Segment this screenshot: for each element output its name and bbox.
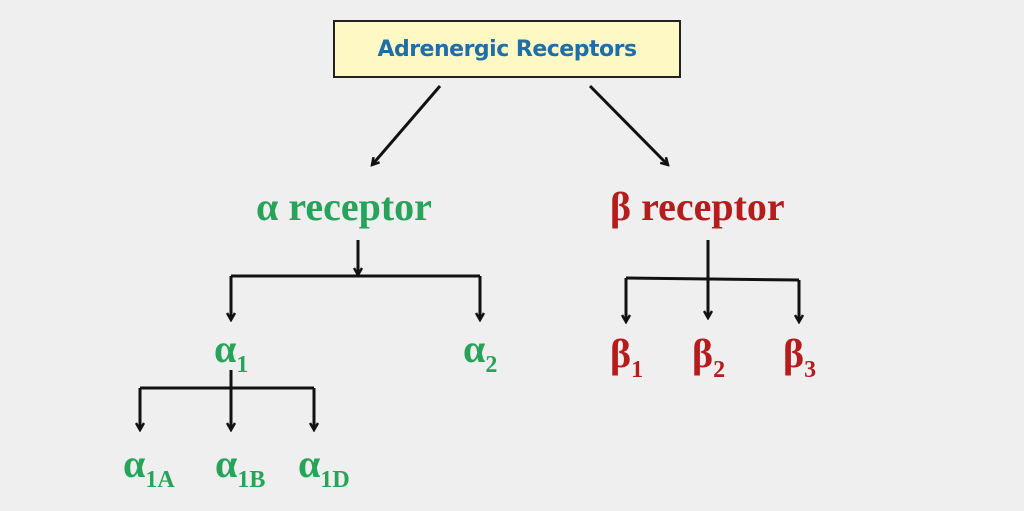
arrow-to-alpha <box>372 85 442 165</box>
alpha1B-node: α1B <box>215 441 266 493</box>
beta-bar <box>625 276 800 282</box>
alpha1-node: α1 <box>214 326 249 378</box>
beta2-node: β2 <box>692 331 726 383</box>
beta1-node: β1 <box>610 331 644 383</box>
beta-receptor-label: β receptor <box>610 184 785 229</box>
arrow-to-beta <box>588 84 668 165</box>
alpha1D-node: α1D <box>298 441 350 493</box>
title-box: Adrenergic Receptors <box>333 20 681 78</box>
alpha2-node: α2 <box>463 326 498 378</box>
diagram-title: Adrenergic Receptors <box>377 36 637 62</box>
alpha-receptor-label: α receptor <box>256 184 432 229</box>
alpha1A-node: α1A <box>123 441 175 493</box>
beta3-node: β3 <box>783 331 817 383</box>
